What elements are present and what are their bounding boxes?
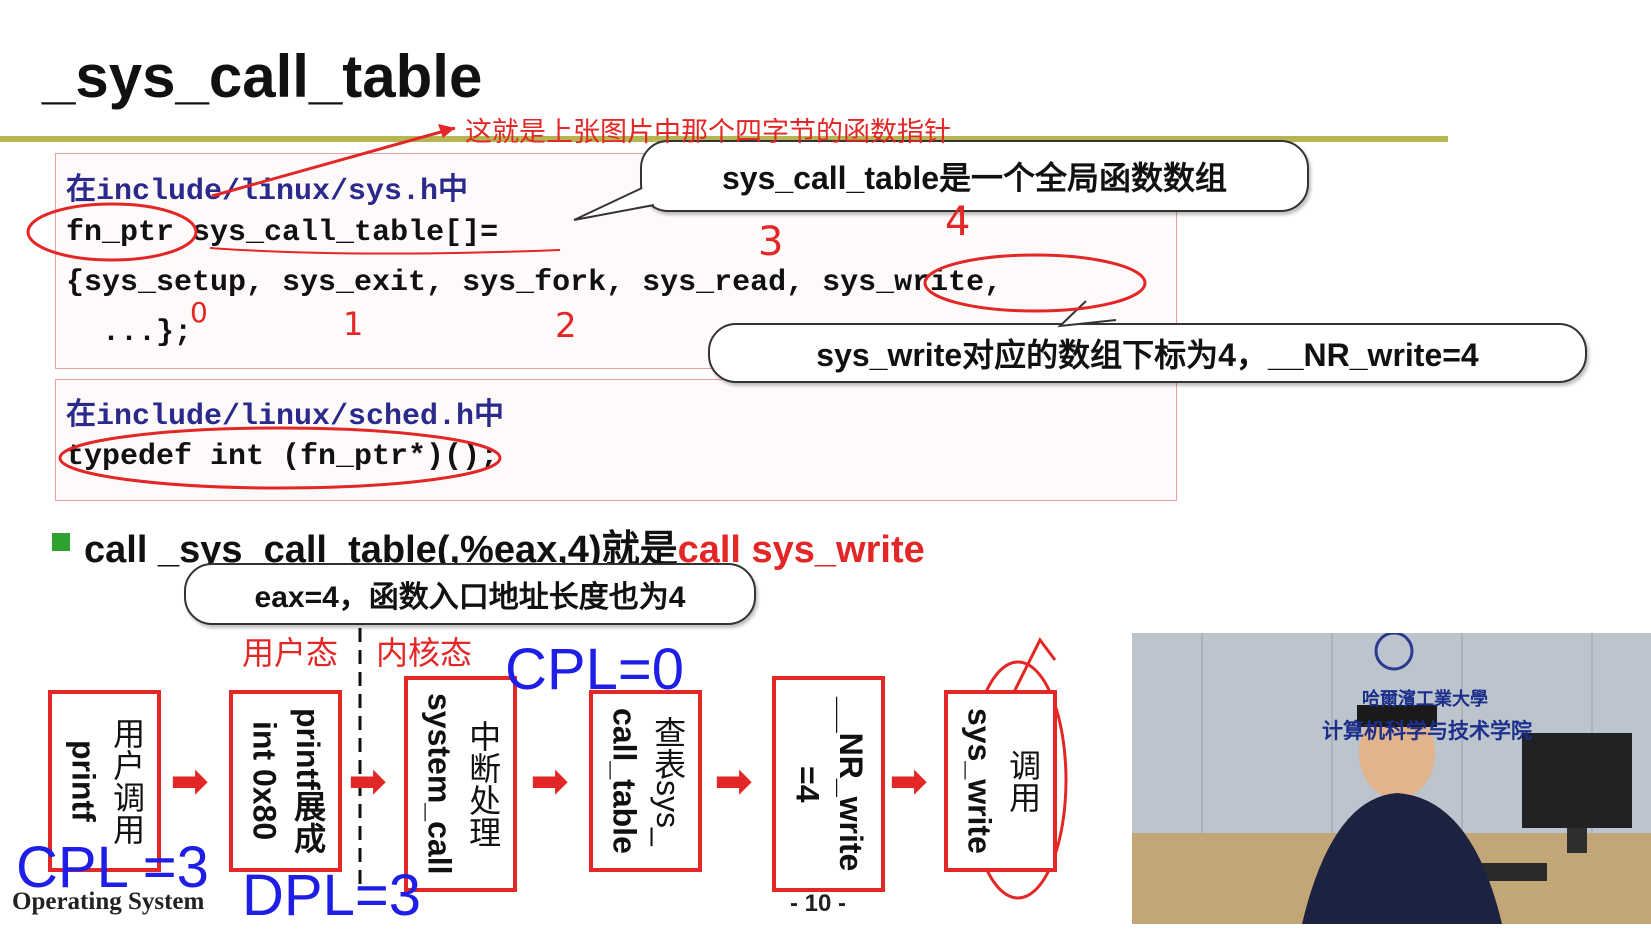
code-line-table-entries: {sys_setup, sys_exit, sys_fork, sys_read… <box>66 266 1003 300</box>
index-1: 1 <box>343 305 363 343</box>
circle-typedef <box>58 426 502 490</box>
flow-arrow-2: ➡ <box>349 757 386 806</box>
video-scene <box>1132 633 1651 924</box>
underline-table <box>209 247 561 255</box>
check-mark <box>1008 637 1057 701</box>
note-arrow-line <box>211 126 456 198</box>
page-number: - 10 - <box>790 890 847 917</box>
flow-arrow-5: ➡ <box>890 757 927 806</box>
cpl-user-label: CPL =3 <box>16 835 209 900</box>
flow-step-cn: 调用 <box>1005 749 1042 813</box>
zone-user-label: 用户态 <box>242 635 339 671</box>
red-note: 这就是上张图片中那个四字节的函数指针 <box>465 117 951 147</box>
video-wall-bottom: 计算机科学与技术学院 <box>1322 720 1532 743</box>
flow-arrow-3: ➡ <box>531 757 568 806</box>
index-2: 2 <box>555 306 577 346</box>
lecturer-face <box>1359 707 1435 799</box>
flow-step-nr-write: __NR_write =4 <box>772 676 885 892</box>
note-arrow-head <box>438 124 455 138</box>
slide-title: _sys_call_table <box>42 43 483 110</box>
flow-step-code: system_call <box>421 693 458 875</box>
flow-arrow-1: ➡ <box>171 757 208 806</box>
flow-step-cn: __NR_write <box>833 696 870 872</box>
flow-step-int80: printf展成 int 0x80 <box>229 690 342 872</box>
index-0: 0 <box>190 296 208 329</box>
bubble-eax: eax=4，函数入口地址长度也为4 <box>184 563 756 625</box>
flow-step-cn: 用户调用 <box>109 717 146 845</box>
bullet-marker <box>52 533 70 551</box>
flow-step-cn: 中断处理 <box>465 720 502 848</box>
flow-step-code: sys_write <box>961 708 998 854</box>
index-4: 4 <box>945 199 970 245</box>
flow-step-cn: 查表sys_ <box>650 716 687 846</box>
fn-ptr-token: fn_ptr <box>66 216 175 250</box>
flow-step-code: =4 <box>789 765 826 803</box>
video-wall-top: 哈爾濱工業大學 <box>1362 689 1488 709</box>
zone-kernel-label: 内核态 <box>376 635 473 671</box>
flow-step-user-call: 用户调用 printf <box>48 690 161 872</box>
school-emblem <box>1374 633 1414 671</box>
bubble-global-array: sys_call_table是一个全局函数数组 <box>640 140 1309 212</box>
index-3: 3 <box>758 219 783 265</box>
title-rule <box>0 136 1448 142</box>
flow-arrow-4: ➡ <box>715 757 752 806</box>
circle-sys-write <box>923 253 1147 313</box>
lecturer-body <box>1302 793 1502 924</box>
flow-step-code: int 0x80 <box>246 721 283 841</box>
lecturer-video: 哈爾濱工業大學 计算机科学与技术学院 <box>1132 633 1651 924</box>
code-line-fnptr-decl: fn_ptr sys_call_table[]= <box>66 216 498 250</box>
flow-step-interrupt: 中断处理 system_call <box>404 676 517 892</box>
footer-course: Operating System <box>12 888 205 915</box>
circle-fn-ptr <box>26 202 198 262</box>
code-box-sched-h <box>55 379 1177 501</box>
cpl-kernel-label: CPL=0 <box>505 637 684 702</box>
flow-step-cn: printf展成 <box>290 708 327 854</box>
code-line-ellipsis: ...}; <box>66 316 193 350</box>
bubble-global-tail <box>573 187 655 221</box>
monitor <box>1522 733 1632 828</box>
flow-step-sys-write: 调用 sys_write <box>944 690 1057 872</box>
dpl-label: DPL=3 <box>242 863 421 928</box>
flow-step-lookup: 查表sys_ call_table <box>589 690 702 872</box>
table-decl-token: sys_call_table[]= <box>174 216 499 250</box>
code-line-typedef: typedef int (fn_ptr*)(); <box>66 440 499 474</box>
flow-step-code: call_table <box>606 708 643 854</box>
bubble-index: sys_write对应的数组下标为4，__NR_write=4 <box>708 323 1587 383</box>
flow-step-code: printf <box>65 740 102 822</box>
